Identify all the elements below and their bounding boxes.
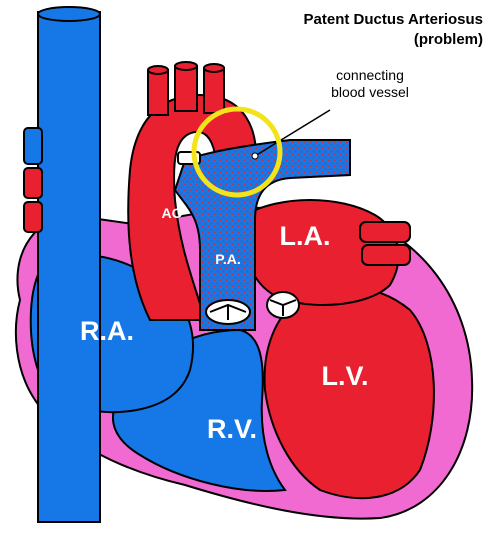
title-line-1: Patent Ductus Arteriosus xyxy=(304,11,483,28)
label-ra: R.A. xyxy=(80,316,134,346)
left-side-vessel-2 xyxy=(24,168,42,198)
aortic-branch-1-top xyxy=(148,66,168,74)
callout-line-2: blood vessel xyxy=(331,84,409,100)
aortic-branch-1 xyxy=(148,70,168,115)
aortic-branch-2-top xyxy=(175,62,197,70)
callout-pointer-dot xyxy=(252,153,258,159)
aortic-branch-3 xyxy=(204,68,224,113)
label-ao: AO xyxy=(162,205,183,221)
pulmonary-vein-lower xyxy=(362,245,410,265)
callout-line-1: connecting xyxy=(336,67,404,83)
aortic-branch-2 xyxy=(175,66,197,111)
left-side-vessel-1 xyxy=(24,128,42,164)
label-lv: L.V. xyxy=(321,361,368,391)
aortic-branch-3-top xyxy=(204,64,224,72)
label-la: L.A. xyxy=(280,221,331,251)
left-side-vessel-3 xyxy=(24,202,42,232)
label-rv: R.V. xyxy=(207,414,257,444)
label-pa: P.A. xyxy=(215,251,240,267)
vena-cava xyxy=(38,12,100,522)
vena-cava-top xyxy=(38,7,100,21)
title-line-2: (problem) xyxy=(414,31,483,48)
pulmonary-vein-upper xyxy=(360,222,410,242)
